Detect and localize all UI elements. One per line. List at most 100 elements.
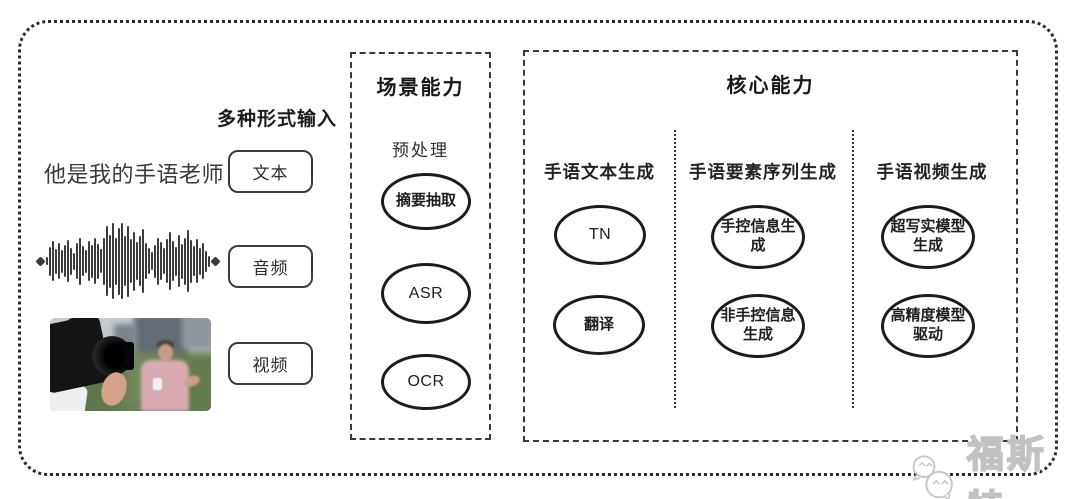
waveform-bar (196, 239, 198, 283)
column-label-sign-video-generation: 手语视频生成 (876, 162, 988, 182)
core-column-divider (852, 130, 854, 408)
watermark: 福斯特 (908, 424, 1080, 499)
waveform-bar (139, 236, 141, 286)
node-non-manual-info-generation: 非手控信息生成 (711, 294, 805, 358)
waveform-bar (208, 255, 210, 267)
preprocess-label: 预处理 (392, 141, 449, 160)
thumb-microphone (153, 378, 162, 390)
waveform-bar (70, 247, 72, 275)
waveform-bar (142, 229, 144, 293)
waveform-bar (157, 237, 159, 285)
waveform-bar (49, 246, 51, 276)
waveform-bar (109, 234, 111, 288)
node-tn-label: TN (588, 226, 612, 243)
scene-capability-box: 场景能力 预处理 摘要抽取 ASR OCR (350, 52, 491, 440)
node-non-manual-info-generation-label: 非手控信息生成 (720, 307, 796, 343)
chat-bubbles-watermark-icon (912, 455, 953, 499)
column-label-sign-text-generation: 手语文本生成 (544, 162, 655, 182)
waveform-bar (82, 246, 84, 276)
thumb-building-shape (182, 318, 211, 350)
waveform-bar (76, 243, 78, 279)
waveform-bar (88, 241, 90, 281)
thumb-reporter-head (158, 344, 173, 361)
waveform-bar (52, 241, 54, 281)
waveform-bar (193, 246, 195, 276)
waveform-bar (136, 242, 138, 280)
sample-sentence-text: 他是我的手语老师 (44, 162, 225, 187)
watermark-text: 福斯特 (966, 433, 1047, 499)
waveform-bar (124, 236, 126, 286)
node-summary-extraction: 摘要抽取 (381, 173, 471, 230)
waveform-bar (112, 223, 114, 299)
input-chip-video: 视频 (228, 342, 313, 385)
waveform-bar (160, 242, 162, 280)
waveform-bar (172, 241, 174, 281)
input-chip-text: 文本 (228, 150, 313, 193)
waveform-bar (103, 237, 105, 285)
node-summary-extraction-label: 摘要抽取 (395, 192, 456, 210)
waveform-bar (85, 249, 87, 273)
waveform-bar (130, 239, 132, 283)
thumb-reporter-jacket (141, 360, 189, 411)
node-translation: 翻译 (553, 295, 645, 355)
waveform-bar (61, 249, 63, 273)
waveform-bar (169, 232, 171, 290)
waveform-bar (79, 237, 81, 285)
waveform-bar (118, 227, 120, 295)
input-chip-audio-label: 音频 (252, 259, 289, 278)
node-manual-info-generation: 手控信息生成 (711, 205, 805, 269)
waveform-bar (178, 235, 180, 287)
node-ocr-label: OCR (407, 373, 445, 390)
waveform-bar (115, 237, 117, 285)
node-ocr: OCR (381, 354, 471, 410)
waveform-bar (55, 248, 57, 274)
waveform-bar (121, 223, 123, 299)
node-hyperrealistic-model-generation-label: 超写实模型生成 (890, 218, 966, 254)
waveform-bar (166, 239, 168, 283)
input-chip-text-label: 文本 (252, 164, 289, 183)
node-translation-label: 翻译 (583, 315, 614, 333)
waveform-bar (181, 243, 183, 279)
scene-capability-title: 场景能力 (376, 77, 465, 99)
waveform-bar (133, 231, 135, 291)
waveform-bar (205, 250, 207, 272)
waveform-bar (67, 240, 69, 282)
node-hyperrealistic-model-generation: 超写实模型生成 (881, 205, 975, 269)
audio-waveform-icon (35, 222, 221, 300)
input-chip-video-label: 视频 (252, 356, 289, 375)
waveform-bar (73, 252, 75, 270)
waveform-bar (184, 237, 186, 285)
node-tn: TN (554, 205, 646, 265)
thumb-camera-lens-rim (124, 342, 134, 370)
waveform-bar (175, 246, 177, 276)
waveform-bar (106, 226, 108, 296)
waveform-bar (154, 244, 156, 278)
waveform-bar (100, 249, 102, 273)
waveform-bar (58, 243, 60, 279)
core-column-divider (674, 130, 676, 408)
waveform-bar (163, 248, 165, 274)
waveform-bar (148, 248, 150, 274)
outer-dotted-frame (18, 20, 1058, 476)
video-thumbnail (50, 318, 211, 411)
waveform-bar (199, 247, 201, 275)
waveform-bar (190, 239, 192, 283)
core-capability-title: 核心能力 (726, 75, 815, 97)
node-high-precision-model-driving-label: 高精度模型驱动 (890, 307, 966, 343)
waveform-bar (64, 245, 66, 277)
inputs-heading: 多种形式输入 (216, 109, 337, 130)
input-chip-audio: 音频 (228, 245, 313, 288)
waveform-bar (151, 252, 153, 270)
waveform-bar (94, 238, 96, 284)
node-manual-info-generation-label: 手控信息生成 (720, 218, 796, 254)
waveform-bar (202, 243, 204, 279)
waveform-bar (187, 230, 189, 292)
waveform-bar (46, 257, 48, 265)
node-asr: ASR (381, 263, 471, 324)
waveform-bar (127, 225, 129, 297)
node-high-precision-model-driving: 高精度模型驱动 (881, 294, 975, 358)
waveform-bar (97, 243, 99, 279)
column-label-sign-element-sequence-generation: 手语要素序列生成 (689, 162, 837, 182)
waveform-bar (145, 243, 147, 279)
